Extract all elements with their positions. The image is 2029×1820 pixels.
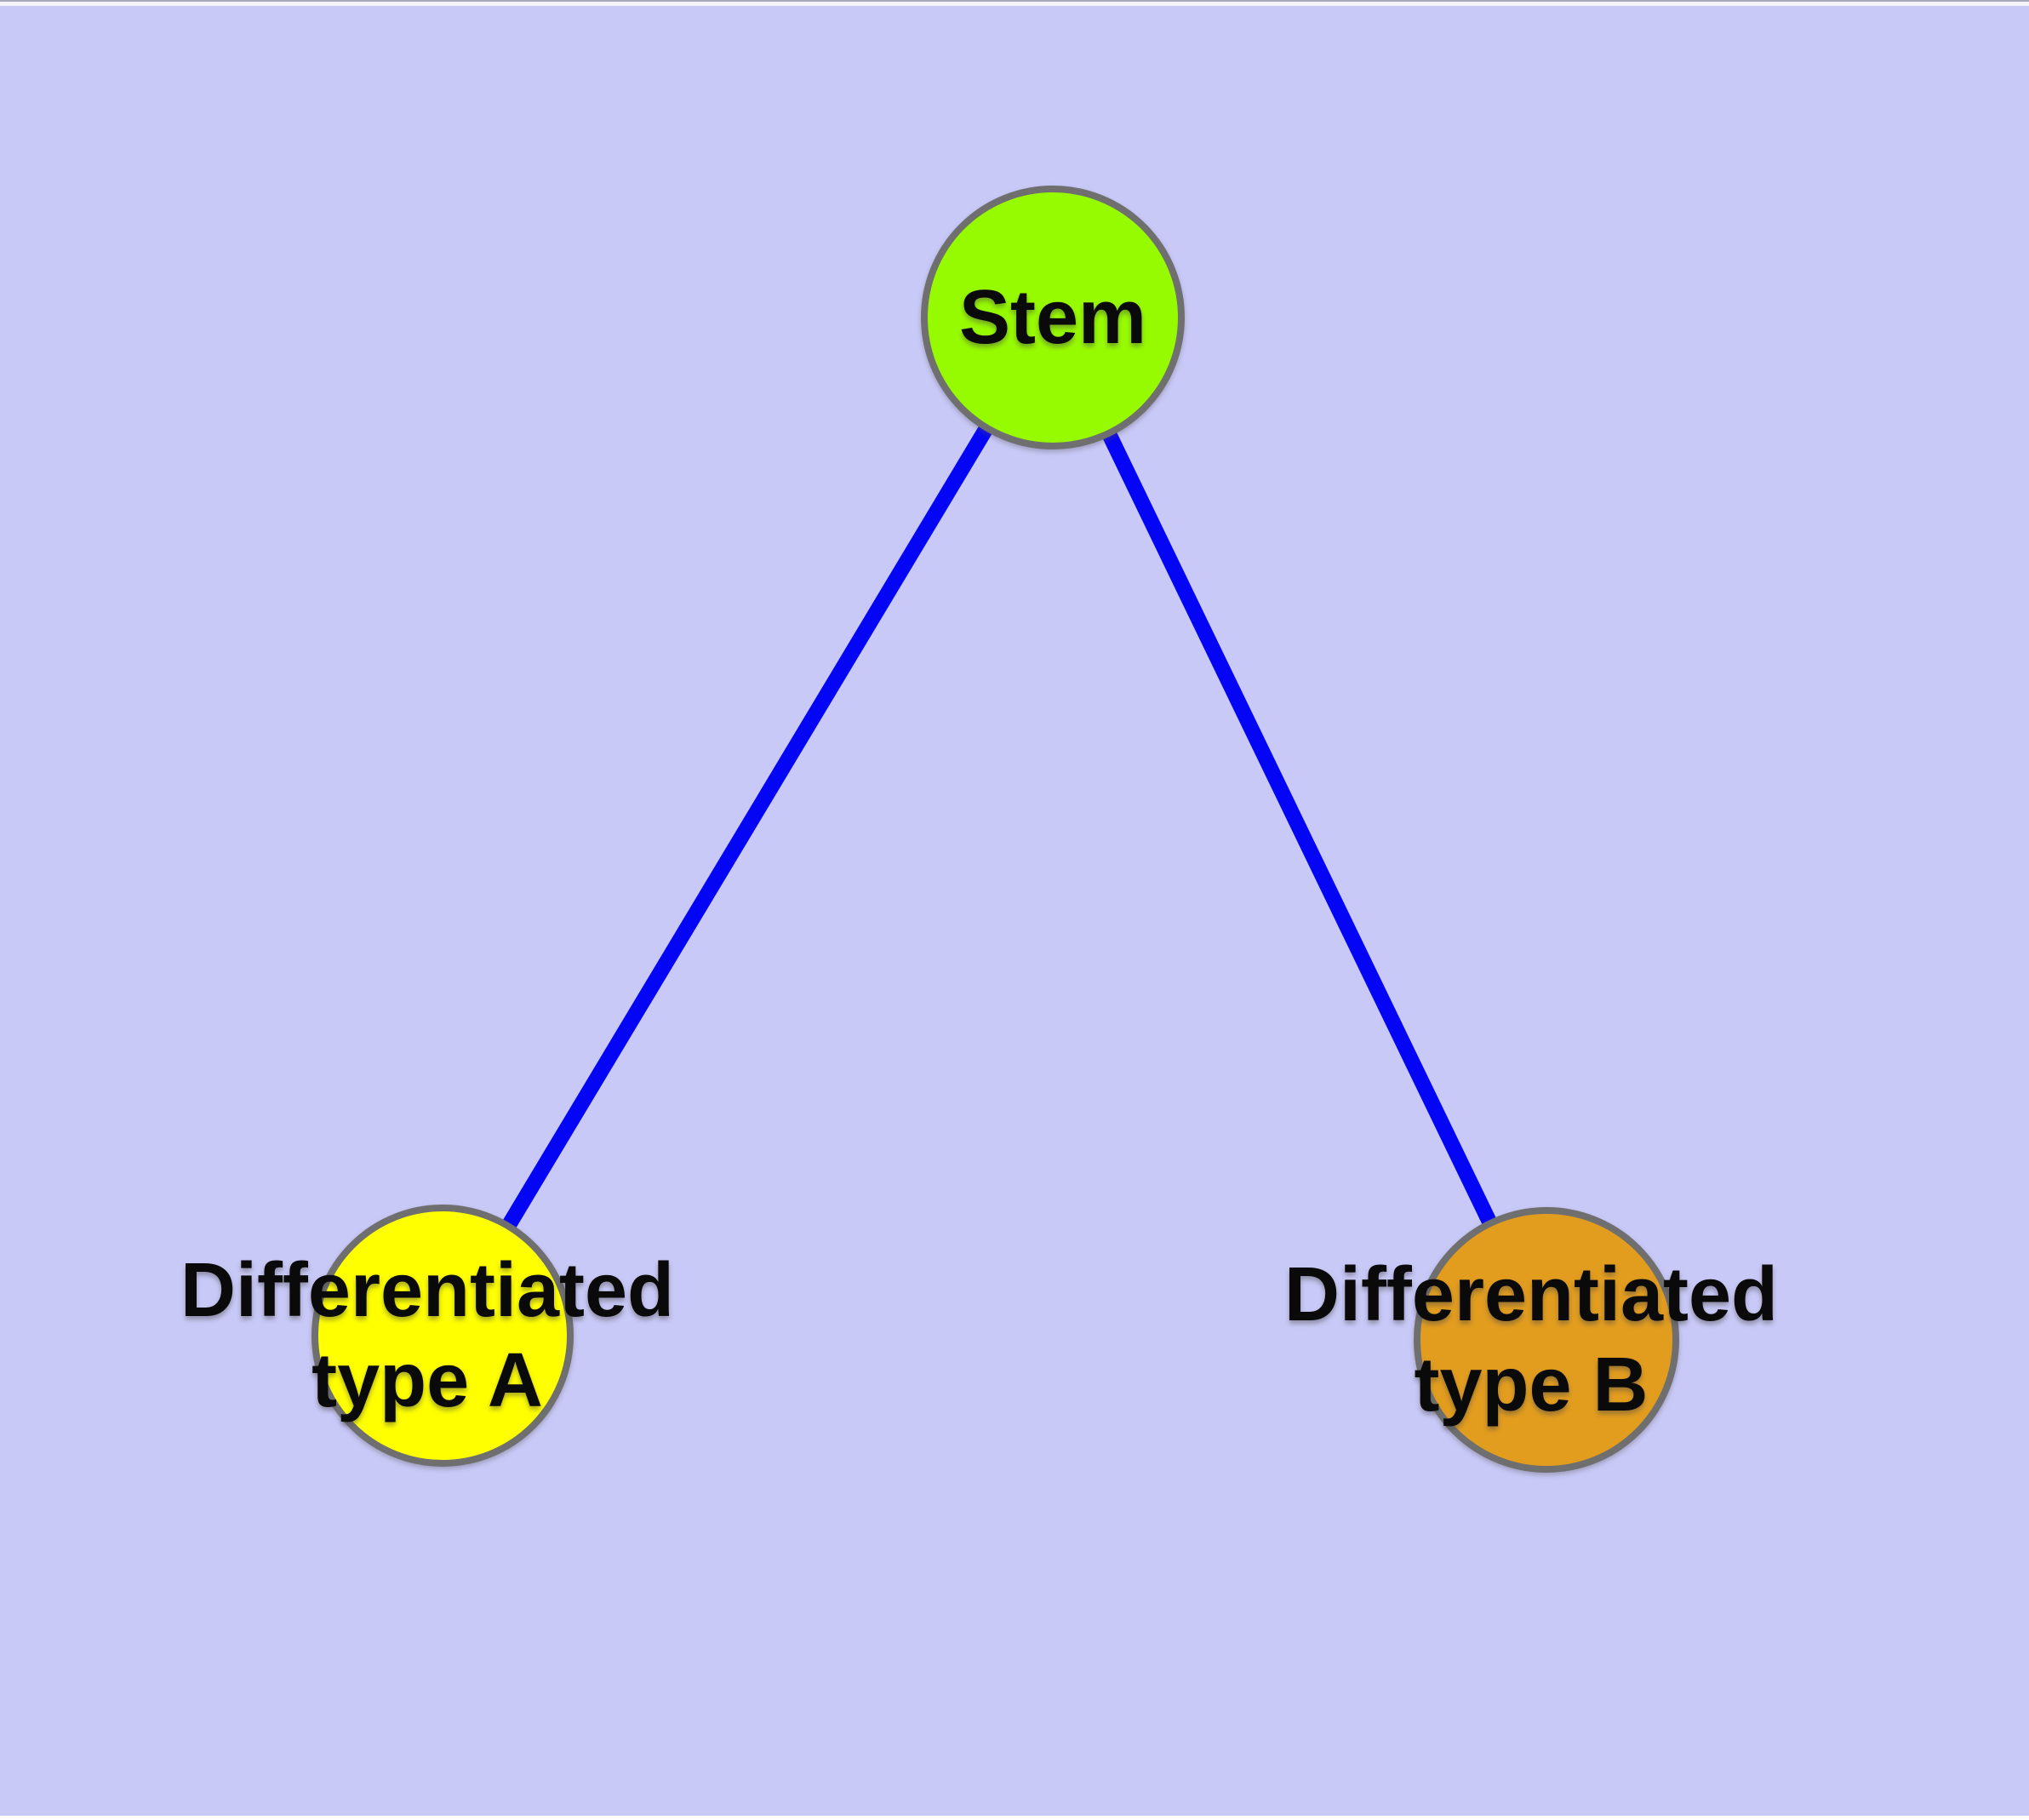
window-bottom-edge bbox=[0, 1816, 2029, 1820]
edge-stem-to-type-b bbox=[1045, 314, 1554, 1343]
edge-stem-to-type-a bbox=[436, 313, 1060, 1340]
node-stem-circle[interactable] bbox=[921, 186, 1185, 449]
node-differentiated-type-a-circle[interactable] bbox=[311, 1205, 574, 1467]
edge-layer bbox=[436, 313, 1554, 1343]
node-stem[interactable]: Stem bbox=[921, 186, 1185, 449]
window-top-edge bbox=[0, 0, 2029, 6]
node-differentiated-type-b-circle[interactable] bbox=[1414, 1207, 1679, 1473]
node-stem-label: Stem bbox=[959, 275, 1146, 360]
